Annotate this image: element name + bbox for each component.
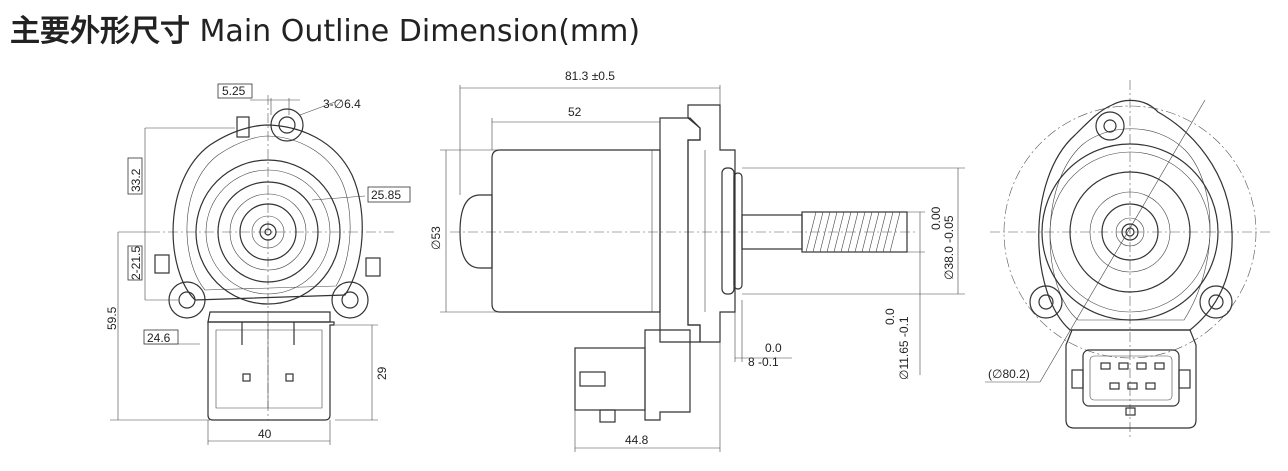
dim-21-5: 2-21.5 <box>129 246 143 280</box>
dim-29: 29 <box>375 366 389 380</box>
front-view: 5.25 3-∅6.4 33.2 25.85 2-21.5 59.5 24.6 … <box>105 83 411 445</box>
dim-80-2: (∅80.2) <box>988 367 1030 381</box>
title-en: Main Outline Dimension(mm) <box>199 14 641 49</box>
dim-81-3: 81.3 ±0.5 <box>565 69 615 83</box>
dim-44-8: 44.8 <box>625 433 649 447</box>
tol-11-lower: ∅11.65 -0.1 <box>897 316 911 380</box>
dim-52: 52 <box>568 105 582 119</box>
tol-38-upper: 0.00 <box>929 206 943 230</box>
tol-8-upper: 0.0 <box>765 341 782 355</box>
dim-24-6: 24.6 <box>147 331 171 345</box>
back-view: (∅80.2) <box>985 80 1270 440</box>
page-title: 主要外形尺寸 Main Outline Dimension(mm) <box>10 6 640 50</box>
tol-8-lower: 8 -0.1 <box>748 355 779 369</box>
tol-38-lower: ∅38.0 -0.05 <box>942 215 956 280</box>
dim-33-2: 33.2 <box>129 168 143 192</box>
dim-25-85: 25.85 <box>371 188 401 202</box>
dim-40: 40 <box>258 427 272 441</box>
dim-59-5: 59.5 <box>105 306 119 330</box>
dim-5-25: 5.25 <box>222 84 246 98</box>
tol-11-upper: 0.0 <box>883 308 897 325</box>
title-cn: 主要外形尺寸 <box>10 14 190 49</box>
worm-thread <box>805 211 901 253</box>
side-view: 81.3 ±0.5 52 ∅53 0.00 ∅38.0 -0.05 0.0 ∅1… <box>429 69 965 452</box>
dim-holes: 3-∅6.4 <box>323 97 361 111</box>
dim-53: ∅53 <box>429 226 443 250</box>
